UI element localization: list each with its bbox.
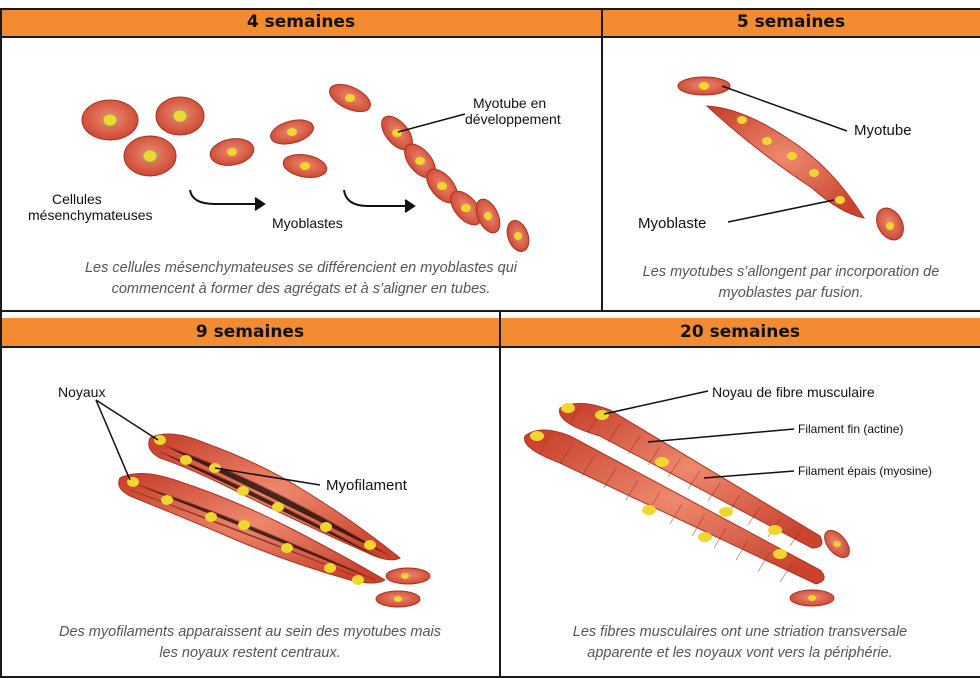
label-myofilament: Myofilament [326,477,408,494]
myotube-and-myoblasts [678,77,909,245]
panel-20-weeks: 20 semaines [500,318,980,678]
label-nucleus: Noyau de fibre musculaire [712,384,875,400]
caption: Les fibres musculaires ont une striation… [500,622,980,664]
divider [0,8,2,678]
divider [0,8,980,10]
caption: Les myotubes s’allongent par incorporati… [602,262,980,304]
panel-5-weeks: 5 semaines Myotube Myoblaste Les myotube… [602,8,980,310]
divider [499,310,501,678]
label-myoblast: Myoblaste [638,215,706,232]
caption: Les cellules mésenchymateuses se différe… [0,258,602,300]
label-myotube: Myotube [854,122,912,139]
label-pointer [728,200,834,222]
panel-4-weeks: 4 semaines [0,8,602,310]
panel-9-weeks: 9 semaines [0,318,500,678]
arrow-icon [190,190,414,212]
label-pointer [398,114,465,132]
divider [601,8,603,312]
label-cells-2: mésenchymateuses [28,207,153,223]
label-thick-filament: Filament épais (myosine) [798,464,932,478]
label-nuclei: Noyaux [58,384,105,400]
divider [0,310,980,312]
myoblasts [208,116,328,181]
label-myotube-2: développement [465,111,561,127]
label-thin-filament: Filament fin (actine) [798,422,903,436]
label-cells-1: Cellules [52,191,102,207]
myotubes-with-myofilaments [119,434,430,607]
label-myotube-1: Myotube en [473,95,546,111]
caption: Des myofilaments apparaissent au sein de… [0,622,500,664]
label-myoblasts: Myoblastes [272,215,343,231]
mesenchymal-cells [82,97,204,176]
